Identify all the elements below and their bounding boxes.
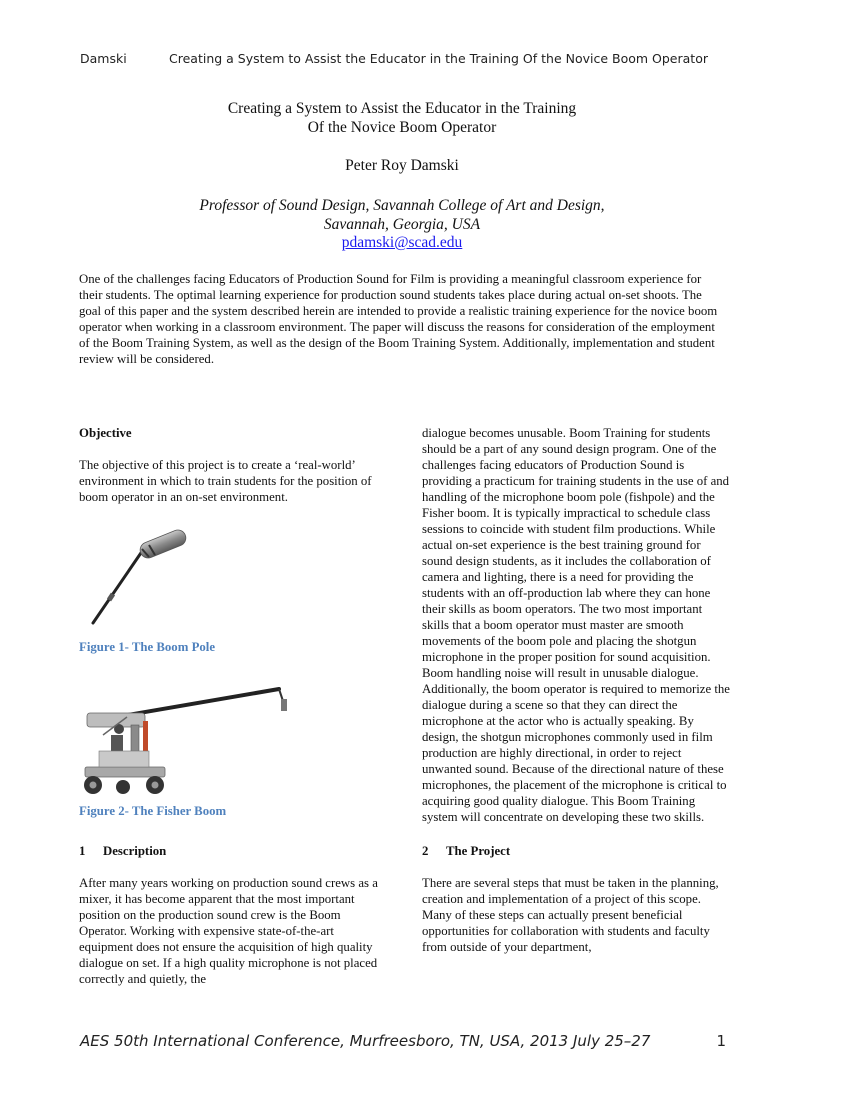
section-2-heading: 2 The Project (422, 843, 732, 859)
header-running-title: Creating a System to Assist the Educator… (169, 51, 708, 66)
left-column: Objective The objective of this project … (79, 425, 389, 987)
objective-text: The objective of this project is to crea… (79, 458, 372, 504)
right-column: dialogue becomes unusable. Boom Training… (422, 425, 732, 955)
section-2-number: 2 (422, 844, 429, 858)
header-author: Damski (80, 51, 127, 66)
section-1-heading: 1 Description (79, 843, 389, 859)
running-header: Damski Creating a System to Assist the Ed… (80, 51, 780, 66)
section-1-text: After many years working on production s… (79, 876, 378, 986)
objective-heading: Objective (79, 426, 132, 440)
author-email: pdamski@scad.edu (0, 234, 804, 252)
figure-1-caption: Figure 1- The Boom Pole (79, 640, 216, 654)
paper-title-line-2: Of the Novice Boom Operator (307, 119, 497, 136)
paper-title: Creating a System to Assist the Educator… (0, 99, 804, 137)
page-footer: AES 50th International Conference, Murfr… (80, 1032, 726, 1050)
figure-2-fisher-boom-image (84, 687, 287, 794)
author-name: Peter Roy Damski (345, 157, 459, 174)
continued-text: dialogue becomes unusable. Boom Training… (422, 426, 730, 824)
paper-title-line-1: Creating a System to Assist the Educator… (227, 100, 577, 117)
page-number: 1 (716, 1032, 726, 1050)
section-2-text: There are several steps that must be tak… (422, 876, 719, 954)
section-2-title: The Project (446, 844, 511, 858)
affiliation-line-2: Savannah, Georgia, USA (323, 216, 481, 233)
figure-1-boom-pole-image (91, 529, 187, 625)
section-1-number: 1 (79, 844, 86, 858)
footer-conference: AES 50th International Conference, Murfr… (80, 1032, 651, 1050)
author-affiliation: Professor of Sound Design, Savannah Coll… (0, 196, 804, 234)
affiliation-line-1: Professor of Sound Design, Savannah Coll… (199, 197, 605, 214)
email-link[interactable]: pdamski@scad.edu (341, 234, 463, 251)
figure-2-caption: Figure 2- The Fisher Boom (79, 804, 227, 818)
section-1-title: Description (103, 844, 167, 858)
abstract: One of the challenges facing Educators o… (79, 272, 718, 366)
